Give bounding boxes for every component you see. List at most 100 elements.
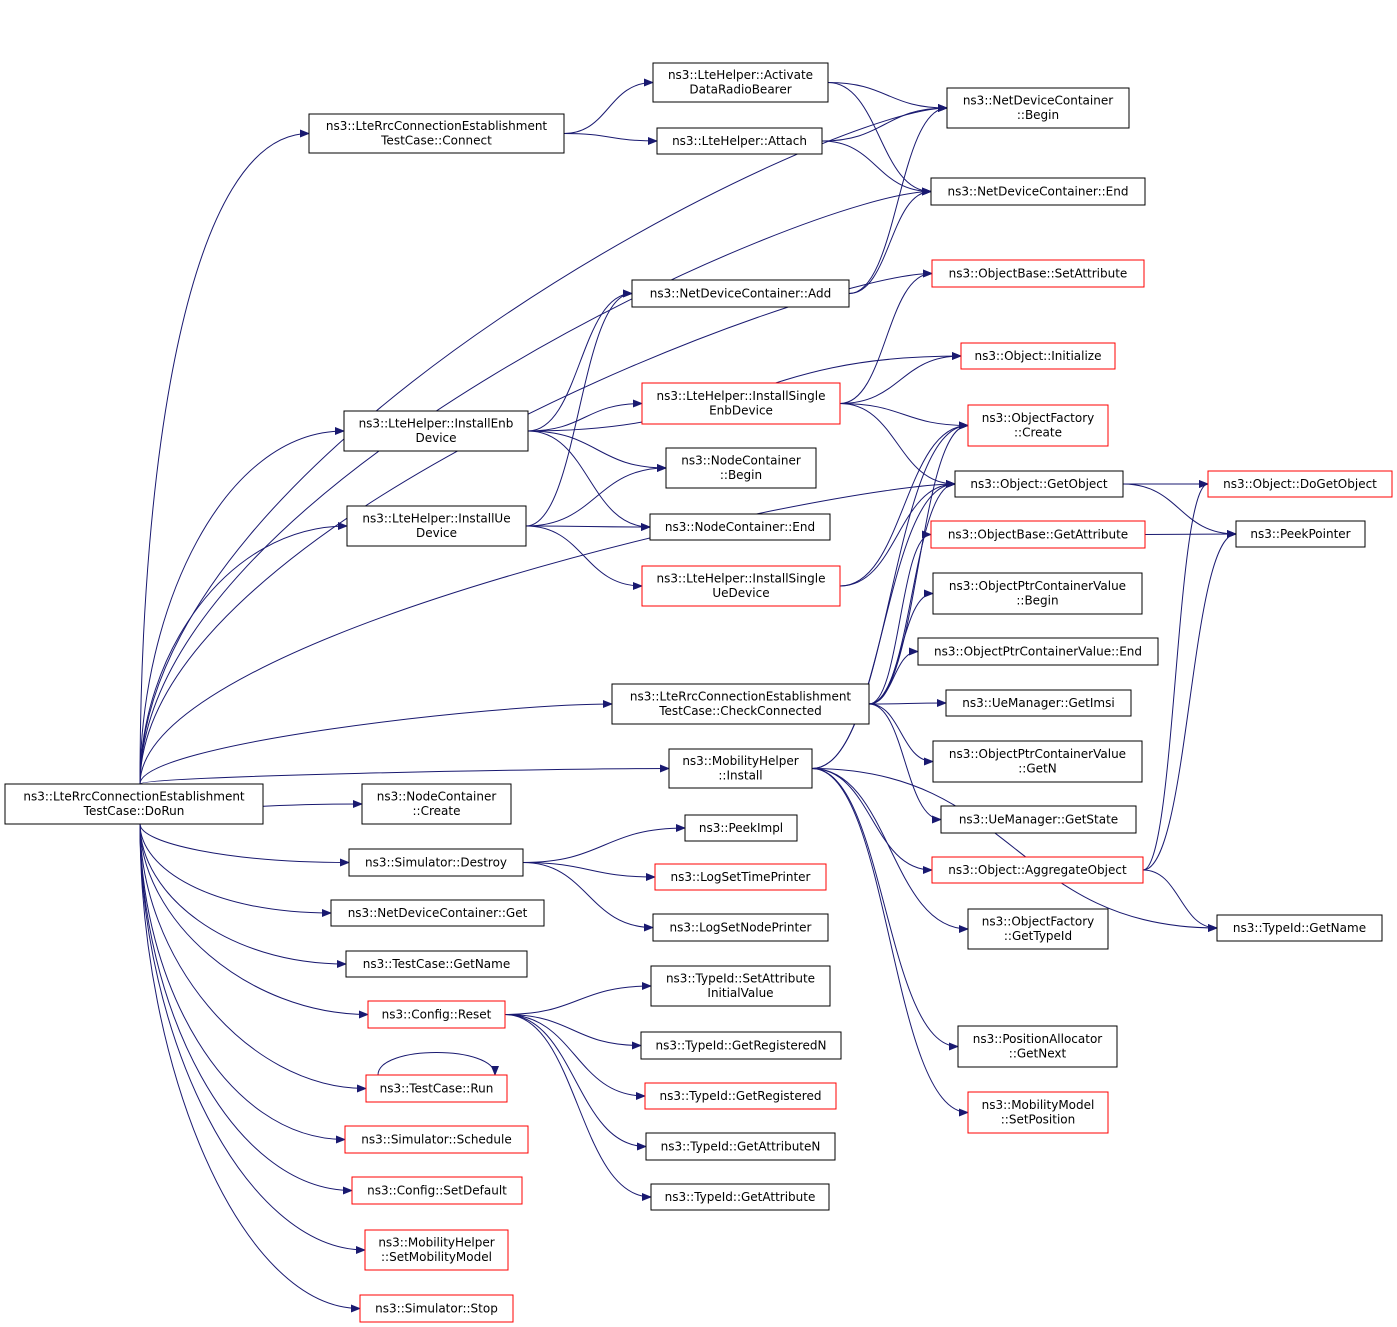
node-tid_getattrn[interactable]: ns3::TypeId::GetAttributeN	[645, 1132, 836, 1161]
edge-ndc_add-to-ndc_end	[848, 187, 932, 294]
node-tc_run[interactable]: ns3::TestCase::Run	[365, 1074, 508, 1103]
node-dorun[interactable]: ns3::LteRrcConnectionEstablishmentTestCa…	[4, 783, 264, 825]
node-box	[343, 410, 529, 452]
node-label-line: ns3::TypeId::GetAttribute	[665, 1190, 816, 1204]
node-tid_getreg[interactable]: ns3::TypeId::GetRegistered	[644, 1082, 837, 1110]
node-box	[967, 404, 1109, 447]
node-label-line: ns3::ObjectFactory	[982, 915, 1095, 929]
node-checkconn[interactable]: ns3::LteRrcConnectionEstablishmentTestCa…	[611, 683, 870, 725]
node-tid_getname[interactable]: ns3::TypeId::GetName	[1216, 914, 1383, 942]
node-label-line: ::Begin	[720, 468, 762, 482]
node-of_gettypeid[interactable]: ns3::ObjectFactory::GetTypeId	[967, 908, 1109, 950]
edge-dorun-to-ndc_get	[139, 823, 332, 917]
node-cfg_setdefault[interactable]: ns3::Config::SetDefault	[351, 1176, 523, 1205]
edge-dorun-to-tc_run	[139, 823, 367, 1093]
node-box	[917, 637, 1159, 666]
edge-checkconn-to-opcv_begin	[868, 589, 934, 705]
node-mh_setmob[interactable]: ns3::MobilityHelper::SetMobilityModel	[364, 1229, 509, 1271]
node-sim_schedule[interactable]: ns3::Simulator::Schedule	[344, 1125, 529, 1154]
node-label-line: ns3::TypeId::GetRegisteredN	[656, 1038, 827, 1052]
edge-dorun-to-ndc_end	[139, 187, 932, 785]
node-label-line: ns3::PeekPointer	[1250, 527, 1350, 541]
node-label-line: ns3::UeManager::GetImsi	[962, 696, 1114, 710]
node-obj_getobj[interactable]: ns3::Object::GetObject	[954, 470, 1124, 498]
node-mh_install[interactable]: ns3::MobilityHelper::Install	[668, 748, 813, 789]
node-logsettime[interactable]: ns3::LogSetTimePrinter	[654, 863, 827, 891]
node-ue_getimsi[interactable]: ns3::UeManager::GetImsi	[945, 689, 1132, 717]
node-label-line: ::Begin	[1017, 108, 1059, 122]
node-opcv_end[interactable]: ns3::ObjectPtrContainerValue::End	[917, 637, 1159, 666]
node-box	[640, 1031, 842, 1060]
node-box	[931, 259, 1145, 288]
edge-obj_aggregate-to-obj_dogetobj	[1142, 480, 1209, 871]
node-box	[954, 470, 1124, 498]
node-label-line: ns3::Config::Reset	[382, 1007, 492, 1021]
node-nc_create[interactable]: ns3::NodeContainer::Create	[361, 783, 512, 825]
node-attach[interactable]: ns3::LteHelper::Attach	[656, 127, 823, 155]
edge-install_ue-to-nc_begin	[525, 464, 667, 527]
edge-checkconn-to-ob_getattr	[868, 530, 932, 705]
node-tc_getname[interactable]: ns3::TestCase::GetName	[345, 950, 528, 978]
node-of_create[interactable]: ns3::ObjectFactory::Create	[967, 404, 1109, 447]
node-sim_destroy[interactable]: ns3::Simulator::Destroy	[348, 848, 524, 877]
node-obj_aggregate[interactable]: ns3::Object::AggregateObject	[931, 856, 1144, 884]
edge-layer	[139, 78, 1237, 1313]
node-box	[967, 908, 1109, 950]
node-label-line: ns3::NodeContainer	[377, 790, 497, 804]
node-label-line: ns3::UeManager::GetState	[959, 812, 1118, 826]
edge-mh_install-to-pa_getnext	[811, 768, 959, 1051]
node-box	[931, 856, 1144, 884]
node-ndc_add[interactable]: ns3::NetDeviceContainer::Add	[631, 279, 850, 308]
node-ndc_begin[interactable]: ns3::NetDeviceContainer::Begin	[946, 87, 1130, 129]
node-opcv_getn[interactable]: ns3::ObjectPtrContainerValue::GetN	[932, 740, 1143, 783]
node-label-line: ns3::LogSetTimePrinter	[670, 870, 810, 884]
edge-obj_aggregate-to-tid_getname	[1142, 869, 1218, 932]
node-tid_getregn[interactable]: ns3::TypeId::GetRegisteredN	[640, 1031, 842, 1060]
node-label-line: ns3::TestCase::Run	[380, 1081, 494, 1095]
edge-checkconn-to-ue_getstate	[868, 703, 942, 824]
edge-dorun-to-install_enb	[139, 427, 345, 785]
node-label-line: ns3::NodeContainer	[681, 454, 801, 468]
node-opcv_begin[interactable]: ns3::ObjectPtrContainerValue::Begin	[932, 572, 1143, 615]
node-ob_getattr[interactable]: ns3::ObjectBase::GetAttribute	[930, 520, 1146, 549]
node-sim_stop[interactable]: ns3::Simulator::Stop	[359, 1294, 514, 1323]
node-ndc_end[interactable]: ns3::NetDeviceContainer::End	[930, 177, 1146, 206]
node-box	[652, 62, 829, 103]
node-label-line: ns3::LteRrcConnectionEstablishment	[630, 690, 852, 704]
node-cfg_reset[interactable]: ns3::Config::Reset	[367, 1000, 506, 1029]
node-connect[interactable]: ns3::LteRrcConnectionEstablishmentTestCa…	[308, 113, 565, 154]
node-box	[359, 1294, 514, 1323]
node-label-line: ::Create	[413, 804, 461, 818]
node-ob_setattr[interactable]: ns3::ObjectBase::SetAttribute	[931, 259, 1145, 288]
node-ndc_get[interactable]: ns3::NetDeviceContainer::Get	[330, 899, 545, 927]
node-nc_end[interactable]: ns3::NodeContainer::End	[649, 513, 831, 541]
node-pa_getnext[interactable]: ns3::PositionAllocator::GetNext	[957, 1025, 1118, 1068]
node-box	[1235, 520, 1366, 548]
node-label-line: ::GetNext	[1009, 1047, 1067, 1061]
node-tid_getattr[interactable]: ns3::TypeId::GetAttribute	[650, 1183, 830, 1211]
node-peekpointer[interactable]: ns3::PeekPointer	[1235, 520, 1366, 548]
node-logsetnode[interactable]: ns3::LogSetNodePrinter	[652, 913, 829, 942]
edge-sim_destroy-to-logsettime	[522, 862, 656, 881]
node-box	[945, 689, 1132, 717]
node-ue_getstate[interactable]: ns3::UeManager::GetState	[940, 805, 1137, 834]
node-label-line: UeDevice	[712, 586, 769, 600]
edge-activate-to-ndc_begin	[827, 82, 948, 112]
node-label-line: ns3::MobilityModel	[982, 1098, 1095, 1112]
node-label-line: ns3::NetDeviceContainer::Get	[348, 906, 528, 920]
node-peekimpl[interactable]: ns3::PeekImpl	[684, 814, 798, 842]
node-obj_init[interactable]: ns3::Object::Initialize	[960, 342, 1116, 370]
node-label-line: ns3::TypeId::SetAttribute	[666, 972, 815, 986]
node-label-line: InitialValue	[707, 986, 773, 1000]
node-obj_dogetobj[interactable]: ns3::Object::DoGetObject	[1207, 470, 1393, 498]
node-label-line: ns3::PeekImpl	[699, 821, 783, 835]
edge-mh_install-to-obj_getobj	[811, 480, 956, 769]
node-nc_begin[interactable]: ns3::NodeContainer::Begin	[665, 447, 817, 489]
node-mm_setpos[interactable]: ns3::MobilityModel::SetPosition	[967, 1091, 1109, 1134]
